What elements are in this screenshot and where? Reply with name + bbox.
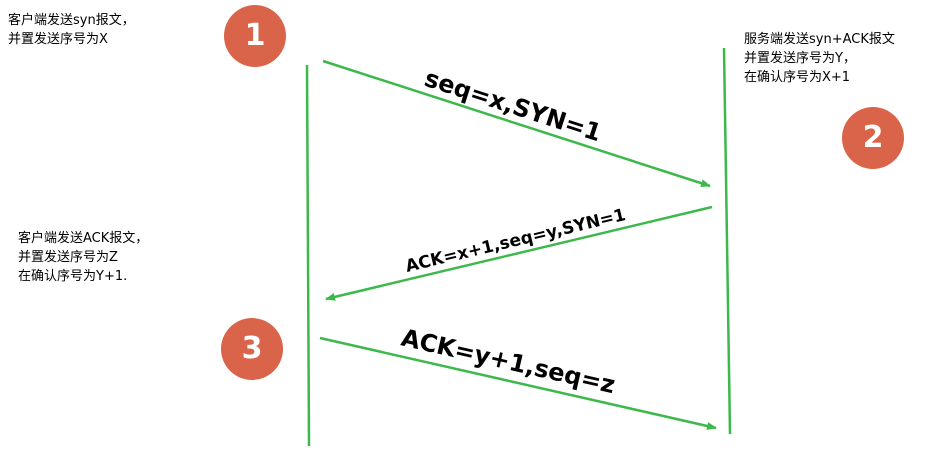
- step-1-note: 客户端发送syn报文， 并置发送序号为X: [8, 11, 135, 49]
- step-3-note-line: 客户端发送ACK报文，: [18, 231, 149, 246]
- step-2-note: 服务端发送syn+ACK报文 并置发送序号为Y， 在确认序号为X+1: [744, 30, 895, 87]
- step-3-note-line: 并置发送序号为Z: [18, 250, 118, 265]
- client-timeline: [305, 64, 311, 447]
- message-label-syn: seq=x,SYN=1: [421, 64, 605, 147]
- step-3-note-line: 在确认序号为Y+1.: [18, 269, 128, 284]
- step-2-note-line: 并置发送序号为Y，: [744, 51, 856, 66]
- step-3-note: 客户端发送ACK报文， 并置发送序号为Z 在确认序号为Y+1.: [18, 229, 148, 286]
- step-1-note-line: 客户端发送syn报文，: [8, 13, 135, 28]
- message-arrow-syn: [322, 59, 711, 188]
- server-timeline: [722, 47, 732, 435]
- step-badge-1: 1: [224, 5, 286, 67]
- message-arrow-syn-ack: [325, 205, 713, 301]
- step-badge-3: 3: [221, 318, 283, 380]
- step-badge-2: 2: [842, 107, 904, 169]
- step-2-note-line: 在确认序号为X+1: [744, 70, 851, 85]
- message-arrow-ack: [319, 336, 717, 430]
- message-label-ack: ACK=y+1,seq=z: [399, 324, 618, 400]
- message-label-syn-ack: ACK=x+1,seq=y,SYN=1: [404, 205, 628, 277]
- step-1-note-line: 并置发送序号为X: [8, 32, 108, 47]
- step-2-note-line: 服务端发送syn+ACK报文: [744, 32, 895, 47]
